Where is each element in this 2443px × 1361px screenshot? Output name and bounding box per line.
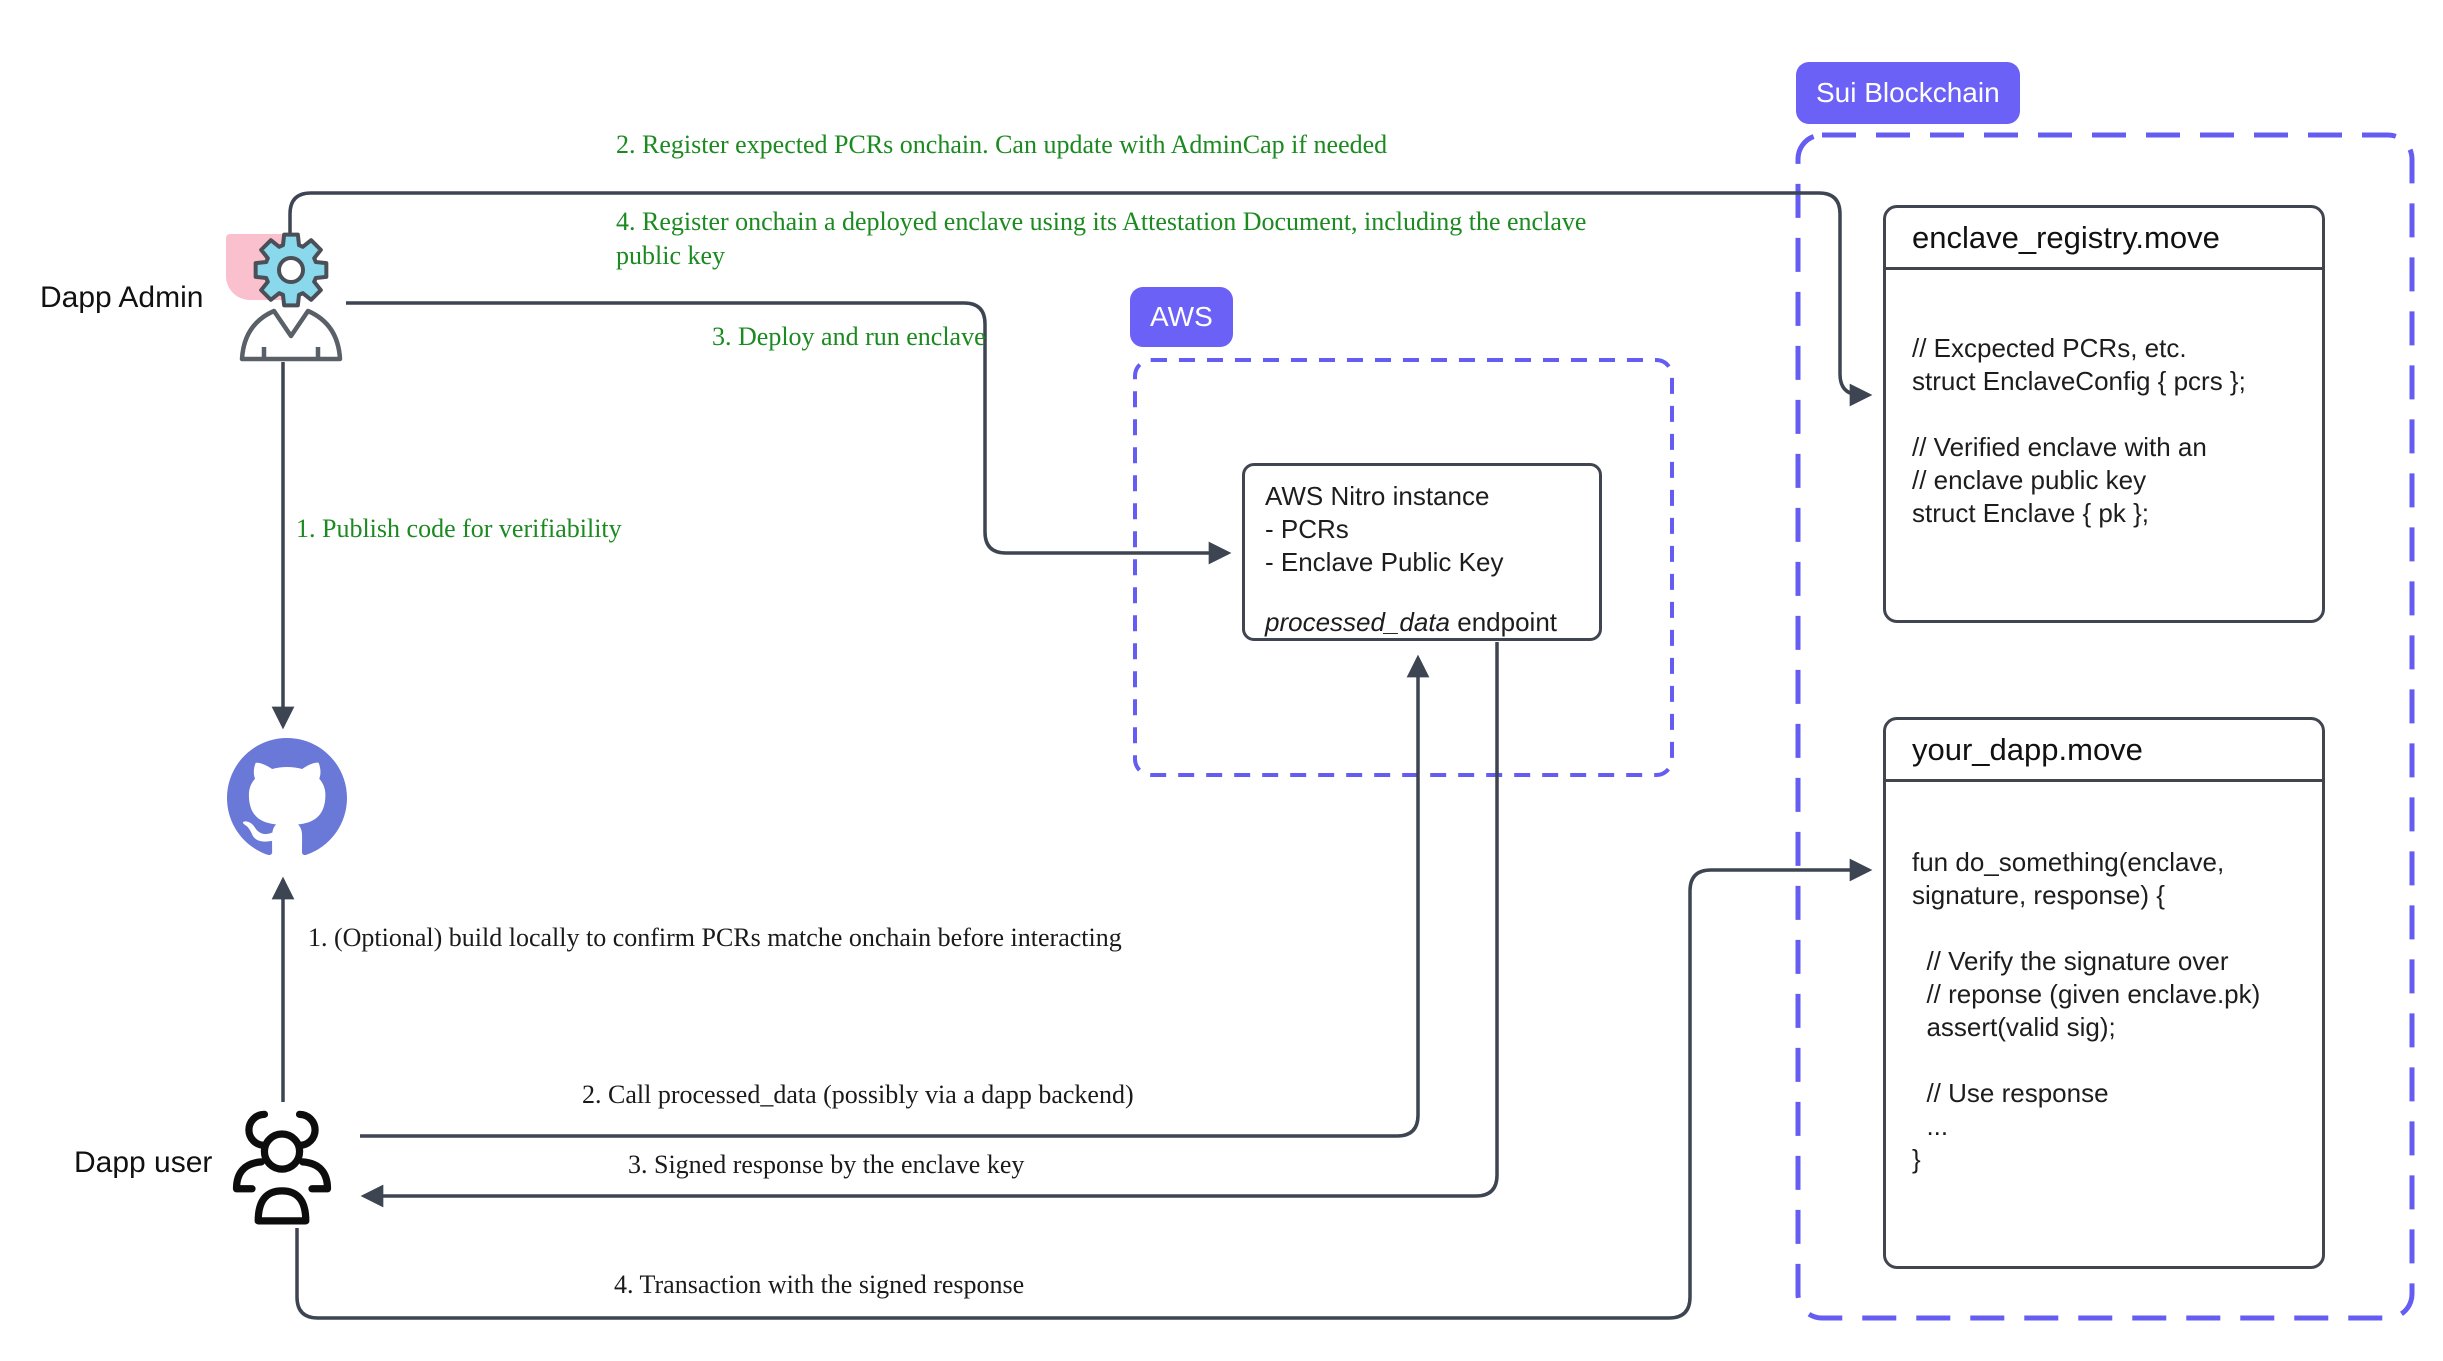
endpoint-name: processed_data (1265, 607, 1451, 637)
aws-badge: AWS (1130, 287, 1233, 347)
dapp-admin-label: Dapp Admin (40, 281, 204, 314)
dapp-code-line: // Use response (1912, 1078, 2109, 1108)
nitro-item-pubkey: - Enclave Public Key (1265, 547, 1504, 577)
registry-code-line: // Verified enclave with an (1912, 432, 2207, 462)
dapp-code-line (1912, 912, 2322, 945)
aws-dashed-region (1133, 358, 1674, 777)
step-deploy-text: 3. Deploy and run enclave (712, 322, 986, 351)
step-register-pcrs-text: 2. Register expected PCRs onchain. Can u… (616, 130, 1388, 159)
sui-blockchain-dashed-region (1795, 132, 2415, 1321)
github-icon (227, 738, 347, 856)
enclave-registry-title: enclave_registry.move (1886, 208, 2322, 270)
step-signed-text: 3. Signed response by the enclave key (628, 1150, 1025, 1179)
aws-nitro-box: AWS Nitro instance - PCRs - Enclave Publ… (1242, 463, 1602, 641)
your-dapp-title: your_dapp.move (1886, 720, 2322, 782)
nitro-title: AWS Nitro instance (1265, 481, 1490, 511)
endpoint-suffix: endpoint (1450, 607, 1558, 637)
wire-signed-response (360, 642, 1499, 1208)
enclave-registry-box: enclave_registry.move // Excpected PCRs,… (1883, 205, 2325, 623)
wire-transaction (295, 858, 1873, 1320)
step-register-enclave-text: 4. Register onchain a deployed enclave u… (616, 207, 1587, 270)
nitro-endpoint-line: processed_data endpoint (1265, 606, 1599, 639)
gear-icon (253, 232, 329, 308)
registry-code-line: // Excpected PCRs, etc. (1912, 333, 2187, 363)
step-build-text: 1. (Optional) build locally to confirm P… (308, 923, 1122, 952)
dapp-code-line: assert(valid sig); (1912, 1012, 2116, 1042)
step-call-text: 2. Call processed_data (possibly via a d… (582, 1080, 1134, 1109)
dapp-code-line (1912, 1044, 2322, 1077)
registry-code-line (1912, 398, 2322, 431)
dapp-code-line: // reponse (given enclave.pk) (1912, 979, 2261, 1009)
dapp-code-line: } (1912, 1144, 1921, 1174)
wire-call-processed-data (360, 654, 1430, 1138)
registry-code-line: struct Enclave { pk }; (1912, 498, 2150, 528)
step-transaction-text: 4. Transaction with the signed response (614, 1270, 1025, 1299)
your-dapp-box: your_dapp.move fun do_something(enclave,… (1883, 717, 2325, 1269)
registry-code-line: // enclave public key (1912, 465, 2147, 495)
dapp-code-line: signature, response) { (1912, 880, 2165, 910)
step-publish-text: 1. Publish code for verifiability (296, 514, 622, 543)
dapp-code-line: // Verify the signature over (1912, 946, 2229, 976)
users-icon (232, 1110, 332, 1225)
registry-code-line: struct EnclaveConfig { pcrs }; (1912, 366, 2246, 396)
dapp-code-line: ... (1912, 1111, 1949, 1141)
admin-person-icon (239, 308, 343, 362)
wire-deploy-enclave (346, 301, 1232, 565)
sui-blockchain-badge: Sui Blockchain (1796, 62, 2020, 124)
nitro-item-pcrs: - PCRs (1265, 514, 1349, 544)
dapp-user-label: Dapp user (74, 1146, 213, 1179)
wire-register-pcrs (288, 191, 1873, 407)
dapp-code-line: fun do_something(enclave, (1912, 847, 2225, 877)
